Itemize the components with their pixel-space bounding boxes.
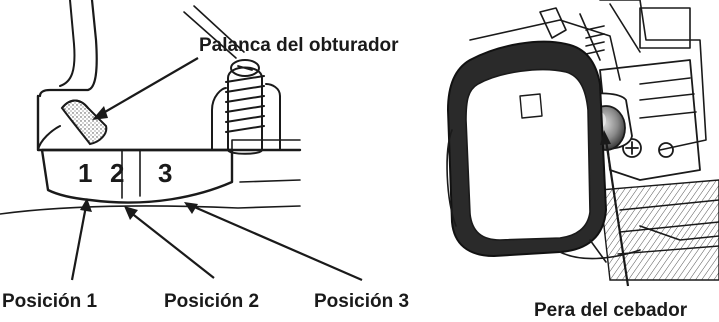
position-2-label: Posición 2: [164, 291, 259, 312]
scale-number-2: 2: [110, 158, 124, 188]
choke-lever[interactable]: [60, 99, 108, 146]
choke-lever-arrowhead: [92, 106, 108, 120]
position-2-leader: [129, 211, 215, 279]
position-3-leader: [191, 204, 363, 282]
scale-number-1: 1: [78, 158, 92, 188]
primer-bulb-arrowhead: [600, 130, 611, 145]
choke-lever-label: Palanca del obturador: [199, 35, 399, 56]
primer-bulb-figure: Pera del cebador: [446, 0, 719, 321]
position-2-arrowhead: [124, 206, 138, 220]
position-1-arrowhead: [80, 198, 92, 212]
scale-number-3: 3: [158, 158, 172, 188]
primer-bulb-leader: [604, 139, 630, 287]
primer-bulb-label: Pera del cebador: [534, 300, 688, 321]
position-3-arrowhead: [184, 202, 198, 214]
position-3-label: Posición 3: [314, 291, 409, 312]
position-1-label: Posición 1: [2, 291, 97, 312]
choke-lever-figure: 1 2 3 Palanca del obturador Posición 1 P…: [0, 0, 409, 312]
position-1-leader: [70, 205, 88, 281]
choke-lever-leader: [97, 57, 199, 117]
